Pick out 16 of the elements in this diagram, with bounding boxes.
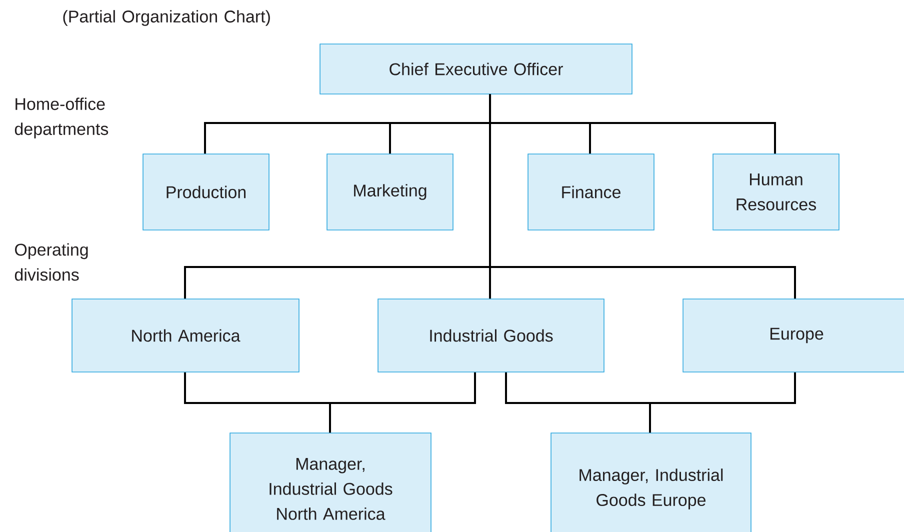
org-box: Marketing bbox=[326, 154, 454, 230]
section-label: Operating divisions bbox=[14, 243, 88, 281]
connector-line bbox=[329, 372, 476, 433]
org-box: Industrial Goods bbox=[378, 298, 604, 372]
org-box: North America bbox=[72, 298, 300, 372]
section-label: Home-office departments bbox=[14, 98, 108, 138]
org-box: Chief Executive Officer bbox=[320, 44, 632, 94]
org-box: Manager, Industrial Goods North America bbox=[230, 432, 432, 532]
org-box: Manager, Industrial Goods Europe bbox=[550, 432, 752, 532]
org-box: Human Resources bbox=[712, 154, 840, 230]
org-box: Finance bbox=[528, 154, 654, 230]
connector-line bbox=[649, 372, 796, 433]
org-box: Production bbox=[142, 154, 270, 230]
org-box: Europe bbox=[682, 298, 904, 372]
section-label: (Partial Organization Chart) bbox=[63, 10, 270, 26]
connector-line bbox=[489, 94, 796, 299]
